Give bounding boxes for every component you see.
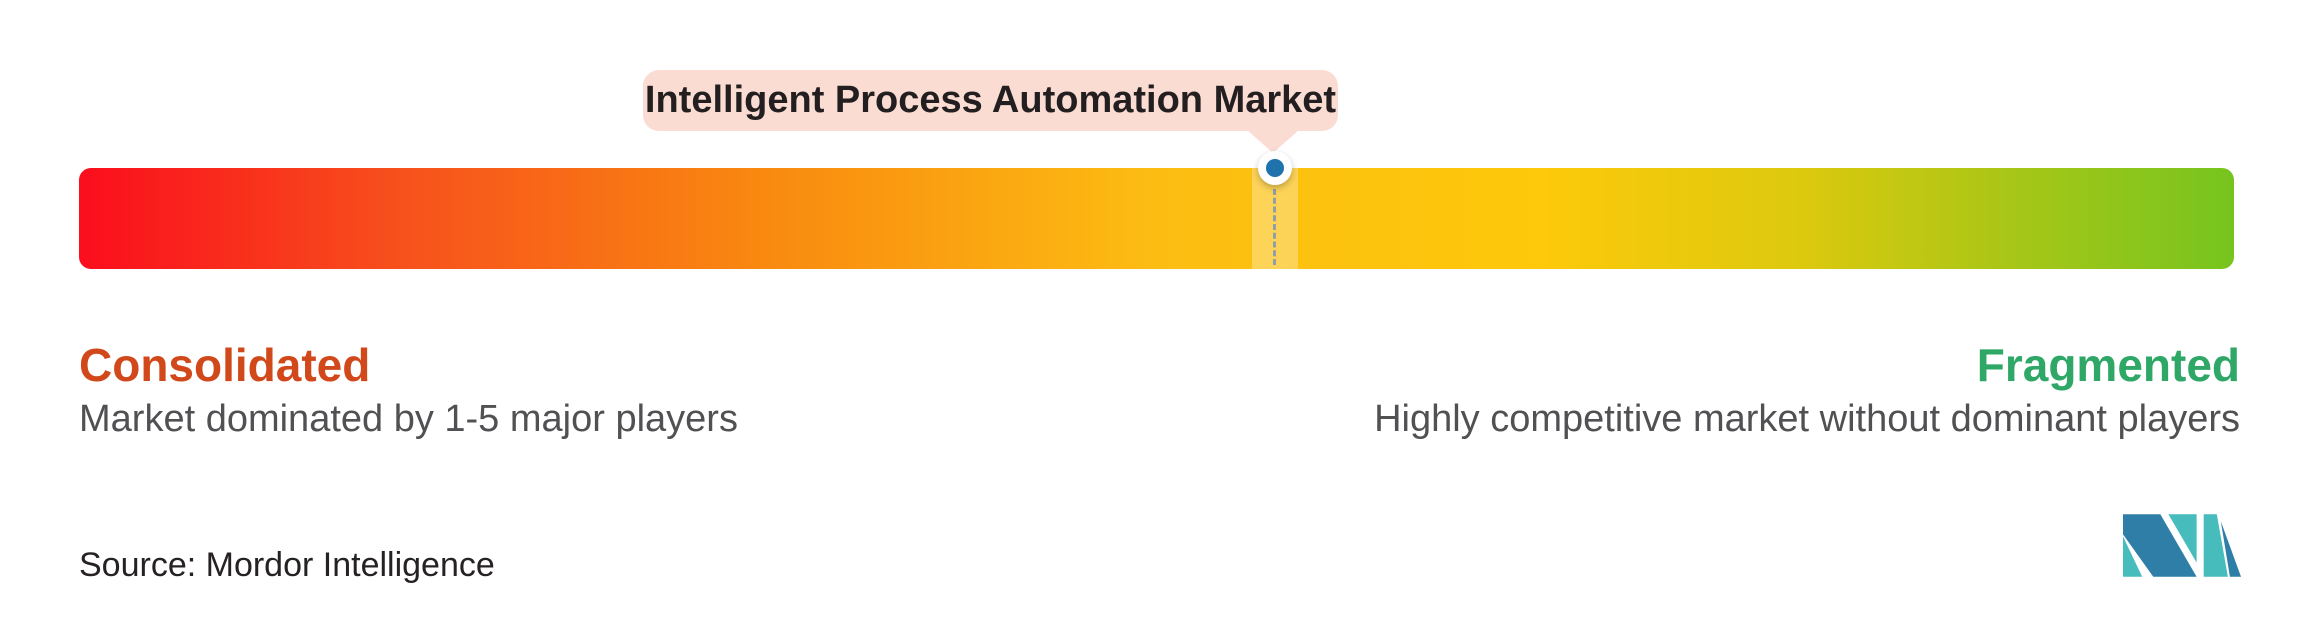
marker-dashed-line — [1273, 189, 1277, 265]
logo-teal-right-band — [2203, 514, 2228, 577]
marker-dot — [1266, 159, 1285, 177]
logo-dark-right-triangle — [2220, 521, 2241, 577]
fragmented-label: Fragmented — [1976, 339, 2240, 391]
logo-dark-diagonal — [2123, 514, 2197, 577]
consolidated-label: Consolidated — [79, 339, 371, 391]
market-title-label: Intelligent Process Automation Market — [644, 79, 1337, 121]
source-text: Source: Mordor Intelligence — [79, 546, 495, 584]
market-title-bubble: Intelligent Process Automation Market — [643, 70, 1338, 131]
fragmented-description: Highly competitive market without domina… — [1374, 398, 2240, 440]
consolidated-description: Market dominated by 1-5 major players — [79, 398, 738, 440]
bubble-tail-icon — [1246, 129, 1300, 153]
concentration-gradient-bar — [79, 168, 2234, 269]
position-marker-icon — [1258, 151, 1293, 185]
logo-teal-wedge — [2168, 514, 2197, 563]
mordor-intelligence-logo — [2123, 514, 2241, 577]
